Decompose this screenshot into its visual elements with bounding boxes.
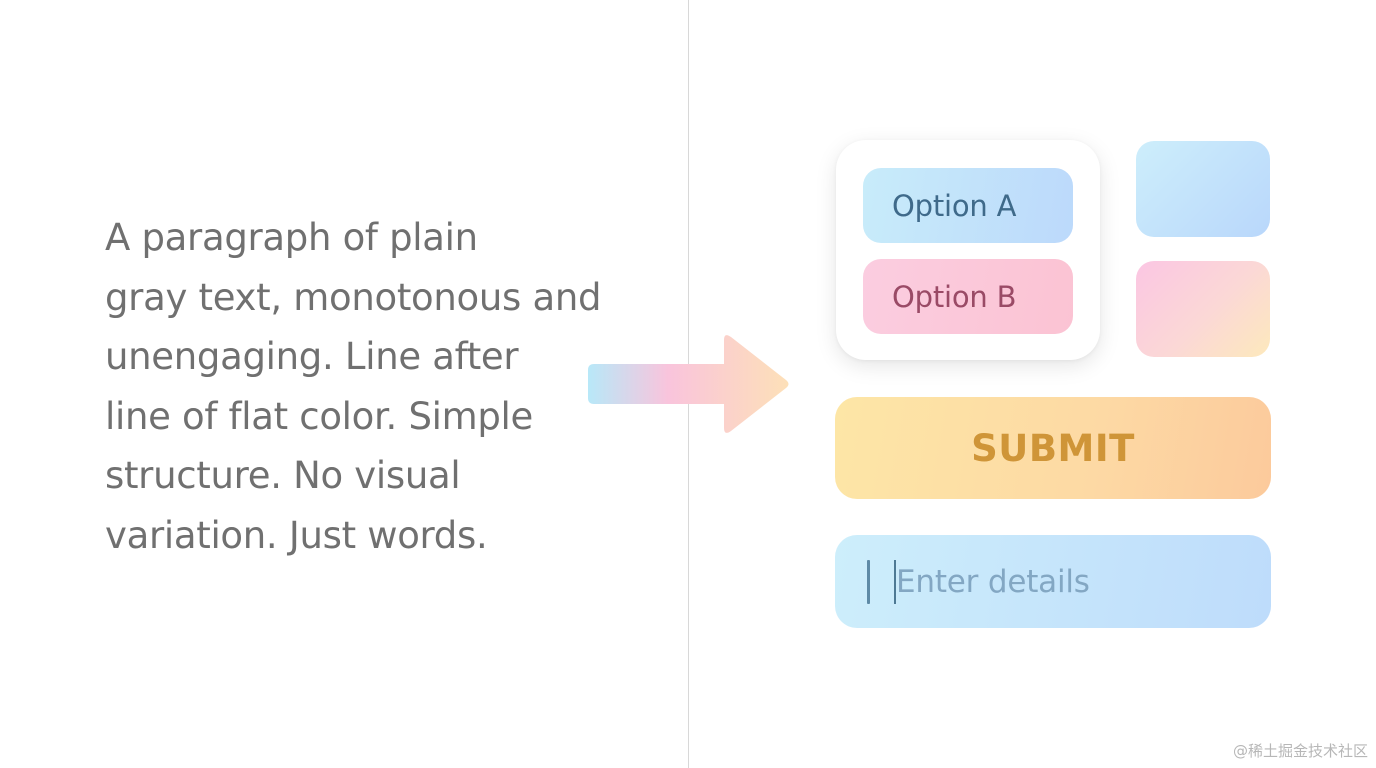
option-a-label: Option A — [892, 188, 1017, 223]
input-accent-bar — [867, 560, 870, 604]
paragraph-line: A paragraph of plain — [105, 216, 478, 259]
watermark: @稀土掘金技术社区 — [1232, 742, 1368, 760]
details-input[interactable]: Enter details — [835, 535, 1271, 628]
option-b-label: Option B — [892, 279, 1017, 314]
blue-gradient-tile — [1136, 141, 1270, 237]
paragraph-line: unengaging. Line after — [105, 335, 519, 378]
option-a-button[interactable]: Option A — [863, 168, 1073, 243]
option-b-button[interactable]: Option B — [863, 259, 1073, 334]
paragraph-line: variation. Just words. — [105, 513, 488, 557]
paragraph-line: gray text, monotonous and — [105, 275, 602, 319]
pink-gradient-tile — [1136, 261, 1270, 357]
paragraph-line: structure. No visual — [105, 454, 461, 497]
submit-button[interactable]: SUBMIT — [835, 397, 1271, 499]
options-card: Option A Option B — [836, 140, 1100, 360]
plain-text-paragraph: A paragraph of plain gray text, monotono… — [105, 208, 645, 565]
text-caret — [894, 560, 896, 604]
right-arrow-icon — [588, 335, 789, 433]
paragraph-line: line of flat color. Simple — [105, 394, 533, 438]
input-placeholder: Enter details — [896, 563, 1090, 600]
